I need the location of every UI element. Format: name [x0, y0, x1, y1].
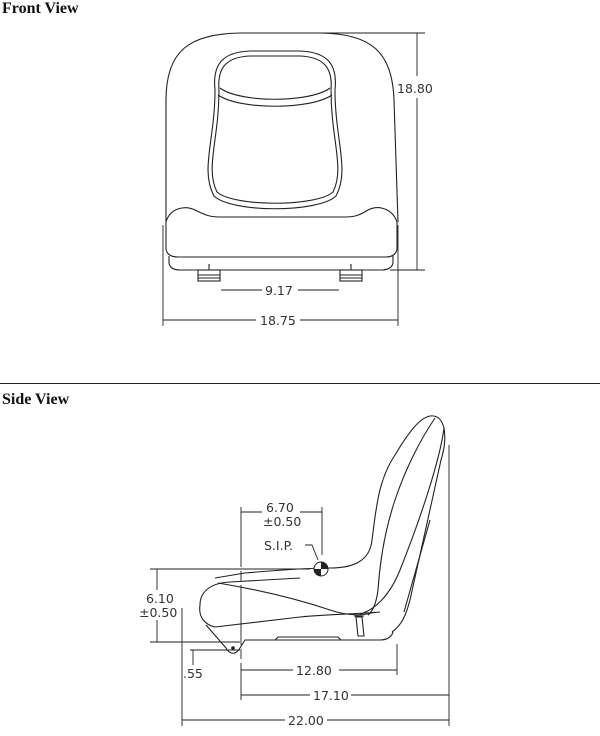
sip-vertical-dimension: 6.10 ±0.50: [139, 568, 310, 643]
mount-offset-dimension: .55: [183, 649, 240, 681]
sip-vertical-tolerance: ±0.50: [139, 605, 177, 620]
sip-label: S.I.P.: [264, 538, 293, 553]
overall-depth-dimension: 22.00: [182, 713, 449, 728]
rear-depth-dimension: 17.10: [241, 688, 449, 703]
sip-horizontal-label: 6.70: [266, 500, 294, 515]
sip-horizontal-dimension: 6.70 ±0.50: [240, 500, 323, 700]
sip-horizontal-tolerance: ±0.50: [263, 514, 301, 529]
front-mount-spacing-dimension: 9.17: [221, 283, 339, 298]
sip-marker-icon: [313, 561, 329, 577]
rear-depth-label: 17.10: [313, 688, 349, 703]
front-view-title: Front View: [2, 0, 79, 17]
mount-offset-label: .55: [183, 666, 203, 681]
front-width-label: 18.75: [260, 313, 296, 328]
front-width-dimension: 18.75: [162, 225, 399, 328]
front-seat-outline: [165, 32, 399, 282]
sip-vertical-label: 6.10: [146, 591, 174, 606]
front-height-dimension: 18.80: [320, 32, 433, 271]
side-seat-outline: [199, 415, 446, 654]
mount-length-dimension: 12.80: [241, 663, 397, 678]
mount-length-label: 12.80: [296, 663, 332, 678]
side-view-title: Side View: [2, 391, 70, 408]
front-height-label: 18.80: [397, 81, 433, 96]
section-divider: [0, 383, 600, 384]
overall-depth-label: 22.00: [288, 713, 324, 728]
front-mount-spacing-label: 9.17: [265, 283, 293, 298]
